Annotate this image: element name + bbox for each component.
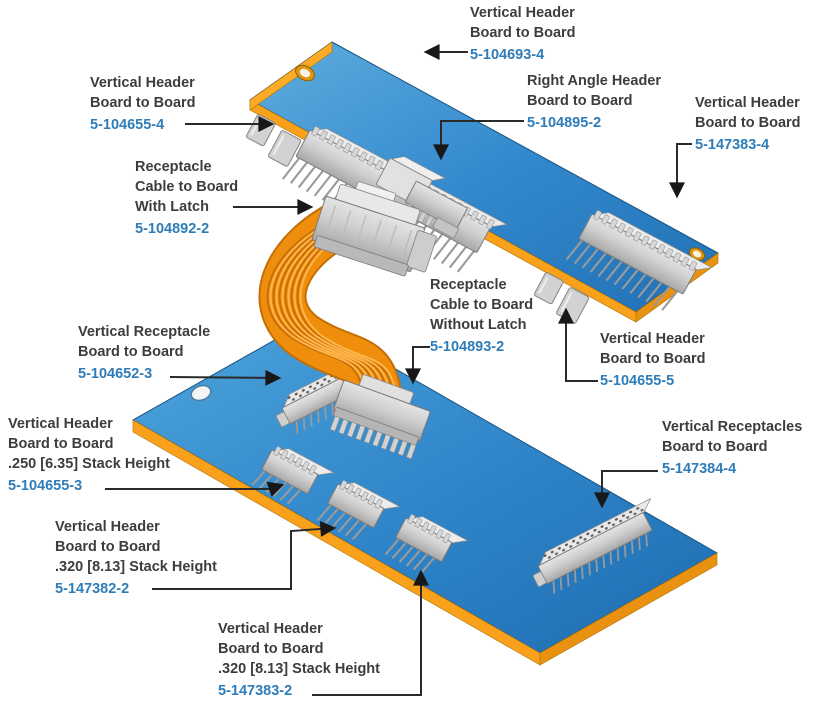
connector-receptacle-without-latch-104893 [329,374,431,460]
label-line: Board to Board [55,539,161,555]
label-line: Receptacle [135,159,212,175]
connector-vertical-header-147383-2 [384,514,469,575]
label-line: Cable to Board [135,179,239,195]
part-number: 5-104693-4 [470,47,545,63]
part-number: 5-147384-4 [662,461,737,477]
label-vertical-header-5-104655-4: Vertical Header Board to Board 5-104655-… [90,73,196,135]
part-number: 5-104893-2 [430,339,505,355]
orange-ribbon-cable [258,198,402,418]
label-line: .320 [8.13] Stack Height [218,661,380,677]
connector-vertical-header-board-to-board-147383-4 [565,210,713,311]
leader-line [669,143,692,199]
label-vertical-header-5-147383-2: Vertical Header Board to Board .320 [8.1… [218,619,380,701]
label-line: Vertical Header [600,331,705,347]
mounting-hole [190,384,212,402]
part-number: 5-104892-2 [135,221,210,237]
label-line: Board to Board [600,351,706,367]
label-line: Board to Board [662,439,768,455]
label-vertical-header-5-104655-3: Vertical Header Board to Board .250 [6.3… [8,414,170,496]
label-line: Vertical Receptacles [662,419,803,435]
part-number: 5-104655-5 [600,373,675,389]
label-right-angle-header-5-104895-2: Right Angle Header Board to Board 5-1048… [527,71,661,133]
label-vertical-header-5-104655-5: Vertical Header Board to Board 5-104655-… [600,329,706,391]
part-number: 5-147382-2 [55,581,130,597]
label-line: Board to Board [527,93,633,109]
label-vertical-receptacles-5-147384-4: Vertical Receptacles Board to Board 5-14… [662,417,802,479]
label-receptacle-without-latch-5-104893-2: Receptacle Cable to Board Without Latch … [430,275,533,357]
label-line: Right Angle Header [527,73,662,89]
connector-receptacle-with-latch-104892 [311,181,437,277]
label-vertical-header-5-147382-2: Vertical Header Board to Board .320 [8.1… [55,517,217,599]
header-mounting-peg [533,272,564,305]
label-line: Vertical Receptacle [78,324,211,340]
part-number: 5-104652-3 [78,366,153,382]
part-number: 5-104655-3 [8,478,83,494]
label-line: Vertical Header [8,416,113,432]
mounting-hole [295,64,315,82]
label-line: .320 [8.13] Stack Height [55,559,217,575]
label-vertical-receptacle-5-104652-3: Vertical Receptacle Board to Board 5-104… [78,322,210,384]
label-line: .250 [6.35] Stack Height [8,456,170,472]
label-line: Vertical Header [90,75,195,91]
part-number: 5-147383-4 [695,137,770,153]
label-line: Cable to Board [430,297,534,313]
leader-line [594,470,658,509]
label-line: Board to Board [90,95,196,111]
label-line: Receptacle [430,277,507,293]
part-number: 5-104895-2 [527,115,602,131]
leader-line [312,569,429,696]
leader-line [405,346,430,385]
connector-right-angle-header-104895 [375,156,468,239]
label-receptacle-with-latch-5-104892-2: Receptacle Cable to Board With Latch 5-1… [135,157,238,239]
label-line: Vertical Header [218,621,323,637]
leader-line [169,369,282,386]
label-line: Vertical Header [55,519,160,535]
label-line: Board to Board [218,641,324,657]
label-line: Board to Board [470,25,576,41]
label-line: Board to Board [8,436,114,452]
label-line: Vertical Header [695,95,800,111]
label-line: With Latch [135,199,209,215]
label-line: Without Latch [430,317,527,333]
leader-line [433,120,524,161]
label-vertical-header-5-147383-4: Vertical Header Board to Board 5-147383-… [695,93,801,155]
label-line: Board to Board [78,344,184,360]
leader-line [152,520,337,590]
connector-vertical-header-147382-2 [316,480,401,541]
label-line: Board to Board [695,115,801,131]
part-number: 5-104655-4 [90,117,165,133]
label-line: Vertical Header [470,5,575,21]
header-mounting-peg [268,130,302,167]
label-vertical-header-5-104693-4: Vertical Header Board to Board 5-104693-… [470,3,576,65]
leader-line [105,481,285,497]
connector-vertical-receptacles-147384 [532,497,653,594]
leader-line [558,307,598,382]
part-number: 5-147383-2 [218,683,293,699]
